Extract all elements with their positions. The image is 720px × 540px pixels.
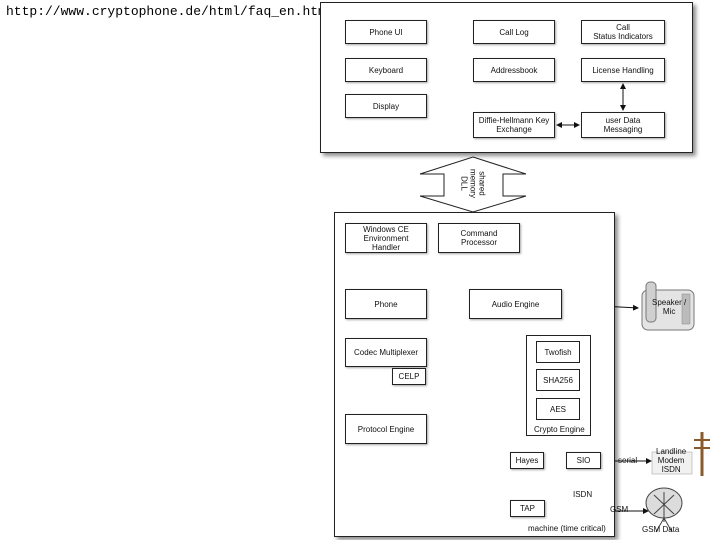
satellite-dish-icon (645, 487, 683, 533)
addressbook-box: Addressbook (473, 58, 555, 82)
sio-box: SIO (566, 452, 601, 469)
hayes-box: Hayes (510, 452, 544, 469)
call-status-box: Call Status Indicators (581, 20, 665, 44)
machine-label: machine (time critical) (528, 524, 606, 533)
command-label: Command Processor (460, 229, 498, 247)
sha256-box: SHA256 (536, 369, 580, 391)
utility-pole-icon (651, 432, 710, 476)
phone-ui-box: Phone UI (345, 20, 427, 44)
wince-box: Windows CE Environment Handler (345, 223, 427, 253)
phone-box: Phone (345, 289, 427, 319)
isdn-label: ISDN (573, 490, 593, 499)
landline-label: Landline Modem ISDN (656, 447, 687, 474)
codec-box: Codec Multiplexer (345, 338, 427, 367)
dh-label: Diffie-Hellmann Key Exchange (478, 116, 550, 134)
user-data-label: user Data Messaging (603, 116, 643, 134)
serial-label: serial (618, 456, 638, 465)
dh-box: Diffie-Hellmann Key Exchange (473, 112, 555, 138)
audio-box: Audio Engine (469, 289, 562, 319)
command-box: Command Processor (438, 223, 520, 253)
crypto-engine-label: Crypto Engine (534, 425, 585, 434)
tap-box: TAP (510, 500, 545, 517)
twofish-box: Twofish (536, 341, 580, 363)
celp-box: CELP (392, 368, 426, 385)
keyboard-box: Keyboard (345, 58, 427, 82)
telephone-icon (641, 281, 695, 331)
speaker-mic-label: Speaker / Mic (652, 298, 687, 316)
aes-box: AES (536, 398, 580, 420)
source-url: http://www.cryptophone.de/html/faq_en.ht… (6, 4, 334, 19)
call-log-box: Call Log (473, 20, 555, 44)
protocol-box: Protocol Engine (345, 414, 427, 444)
user-data-box: user Data Messaging (581, 112, 665, 138)
gsm-label: GSM (610, 505, 629, 514)
wince-label: Windows CE Environment Handler (363, 224, 409, 252)
call-status-label: Call Status Indicators (593, 23, 653, 41)
gsm-data-label: GSM Data (642, 525, 680, 534)
display-box: Display (345, 94, 427, 118)
license-box: License Handling (581, 58, 665, 82)
